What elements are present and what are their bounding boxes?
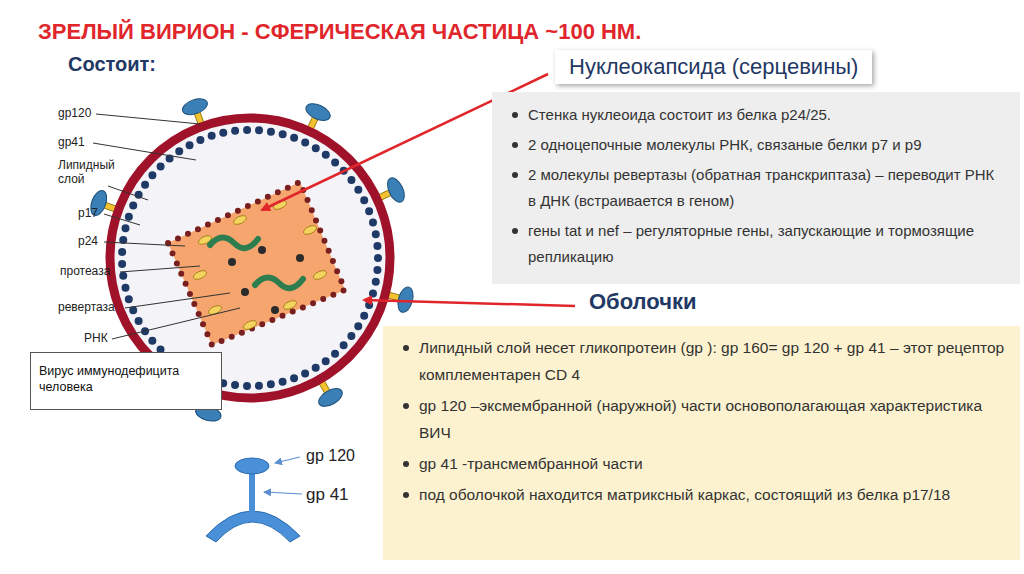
part-label: gp41 <box>58 135 85 149</box>
info-panel: Нуклеокапсида (серцевины)Стенка нуклеоид… <box>492 92 1020 284</box>
bullet-item: 2 молекулы ревертазы (обратная транскрип… <box>506 162 1006 214</box>
bullet-item: Липидный слой несет гликопротеин (gp ): … <box>397 334 1006 388</box>
part-label: РНК <box>84 331 108 345</box>
info-panel: ОболочкиЛипидный слой несет гликопротеин… <box>383 326 1020 560</box>
bullet-item: Стенка нуклеоида состоит из белка p24/25… <box>506 102 1006 128</box>
bullet-item: gp 120 –эксмембранной (наружной) части о… <box>397 392 1006 446</box>
bullet-dot <box>403 403 409 409</box>
leader-lines <box>93 114 240 339</box>
part-label: протеаза <box>60 264 110 278</box>
bullet-item: 2 одноцепочные молекулы РНК, связаные бе… <box>506 132 1006 158</box>
bullet-dot <box>512 112 518 118</box>
bullet-dot <box>403 345 409 351</box>
panel-heading: Оболочки <box>583 288 702 316</box>
slide-title: ЗРЕЛЫЙ ВИРИОН - СФЕРИЧЕСКАЯ ЧАСТИЦА ~100… <box>38 19 641 45</box>
bullet-dot <box>512 142 518 148</box>
bullet-dot <box>403 492 409 498</box>
part-label: ревертаза <box>58 300 115 314</box>
caption-box: Вирус иммунодефицита человека <box>30 352 222 410</box>
enzymes <box>228 246 304 314</box>
gp-label: gp 41 <box>306 485 349 505</box>
bullet-item: gp 41 -трансмембранной части <box>397 450 1006 477</box>
matrix-p17 <box>122 130 378 386</box>
part-label: p24 <box>78 234 98 248</box>
rna-strands <box>210 237 303 288</box>
gp-glycoprotein-sketch <box>206 457 302 542</box>
capsid-p24 <box>168 182 345 345</box>
subtitle: Состоит: <box>68 52 156 76</box>
capsid-proteins <box>192 199 328 331</box>
panel-heading: Нуклеокапсида (серцевины) <box>555 50 872 84</box>
bullet-dot <box>512 172 518 178</box>
part-label: Липидный слой <box>58 158 110 187</box>
gp-label: gp 120 <box>306 446 355 465</box>
bullet-dot <box>403 461 409 467</box>
part-label: p17 <box>78 206 98 220</box>
pointer-arrow <box>364 300 575 306</box>
bullet-item: под оболочкой находится матриксный карка… <box>397 481 1006 508</box>
bullet-item: гены tat и nef – регуляторные гены, запу… <box>506 218 1006 270</box>
part-label: gp120 <box>58 106 91 120</box>
bullet-dot <box>512 228 518 234</box>
caption-text: Вирус иммунодефицита человека <box>39 363 213 395</box>
